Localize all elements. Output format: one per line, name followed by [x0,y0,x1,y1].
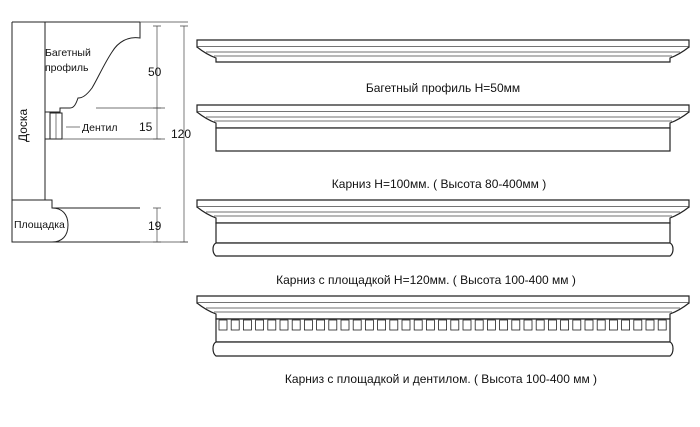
cornice-4-dentil-row [218,319,667,331]
dentil-tooth [523,319,533,331]
dentil-tooth [560,319,569,331]
dim-15-label: 15 [139,120,153,134]
dentil-tooth [499,319,509,331]
dentil-tooth [450,319,460,331]
dentil-tooth [377,319,387,331]
cornice-with-dentil: Карниз с площадкой и дентилом. ( Высота … [196,295,690,386]
dentil-tooth [242,319,252,331]
dentil-tooth [633,319,643,331]
dentil-tooth [511,319,521,331]
dentil-tooth [389,319,399,331]
dentil-tooth [352,319,362,331]
baguette-profile-curve [45,22,141,113]
cornice-3-platform [212,242,674,257]
dim-120-label: 120 [171,127,191,141]
dentil-tooth [486,319,496,331]
cornice-baguette: Багетный профиль H=50мм [196,39,690,95]
dentil-tooth [645,319,655,331]
board-label: Доска [16,109,30,142]
cornice-1-body [196,46,690,63]
profile-section: Доска Багетный профиль Дентил Площадка 5… [11,21,191,243]
baguette-label-line2: профиль [45,62,89,74]
cornice-1-moulding-lines [206,51,680,57]
dentil-tooth [535,319,545,331]
cornice-2-board [215,127,671,152]
cornice-4-crown [196,295,690,304]
dentil-tooth [621,319,630,331]
dentil-tooth [267,319,277,331]
platform-label: Площадка [14,219,65,231]
dentil-tooth [401,319,411,331]
dentil-tooth [218,319,228,331]
cornice-4-caption: Карниз с площадкой и дентилом. ( Высота … [285,372,597,386]
dentil-tooth [340,319,350,331]
cornice-2-body [196,111,690,129]
dim-ticks [153,25,188,243]
cornice-4-platform [212,341,674,357]
cornice-4-body [196,302,690,320]
cornice-2-caption: Карниз H=100мм. ( Высота 80-400мм ) [332,177,546,191]
cornice-1-crown [196,39,690,48]
cornice-3-body [196,206,690,224]
dentil-label: Дентил [82,122,118,134]
dentil-tooth [438,319,448,331]
dentil-tooth [364,319,374,331]
cornice-3-crown [196,199,690,208]
dentil-tooth [413,319,423,331]
cornice-standard: Карниз H=100мм. ( Высота 80-400мм ) [196,104,690,191]
dentil-tooth [609,319,618,331]
dentil-tooth [548,319,557,331]
dentil-tooth [303,319,313,331]
dentil-tooth [316,319,326,331]
cornice-4-moulding-lines [206,307,680,313]
dentil-tooth [657,319,667,331]
cornice-2-crown [196,104,690,113]
dentil-tooth [279,319,289,331]
dentil-tooth [474,319,484,331]
cornice-3-moulding-lines [206,211,680,217]
cornice-2-moulding-lines [206,116,680,122]
cornice-with-platform: Карниз с площадкой H=120мм. ( Высота 100… [196,199,690,287]
dentil-tooth [462,319,472,331]
cornice-1-caption: Багетный профиль H=50мм [366,81,520,95]
dim-19-label: 19 [148,219,162,233]
baguette-label-line1: Багетный [45,47,91,59]
dentil-tooth [255,319,265,331]
dim-50-label: 50 [148,65,162,79]
dentil-tooth [425,319,435,331]
dentil-tooth [596,319,606,331]
dentil-tooth [572,319,582,331]
cornice-3-board [215,222,671,244]
dentil-tooth [230,319,240,331]
dentil-tooth [291,319,301,331]
dentil-tooth [584,319,594,331]
cornice-3-caption: Карниз с площадкой H=120мм. ( Высота 100… [276,273,576,287]
dentil-tooth [328,319,338,331]
